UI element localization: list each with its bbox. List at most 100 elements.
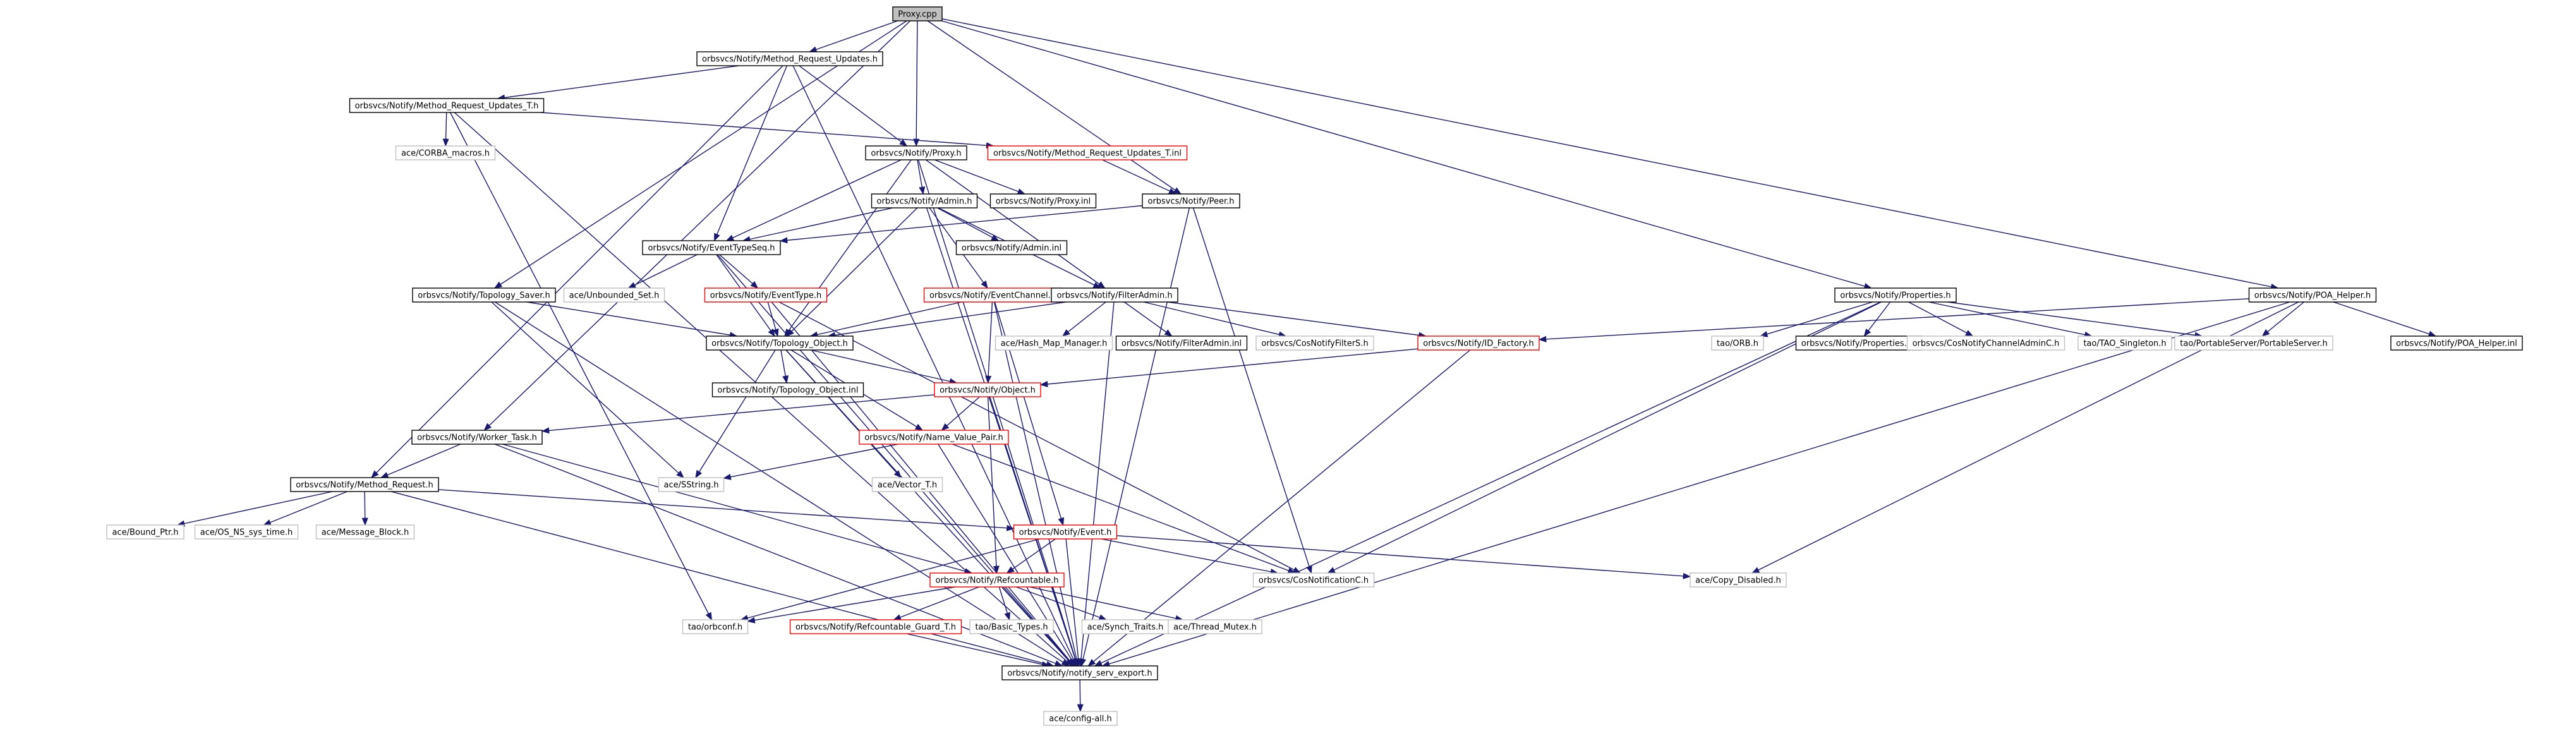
edge-object-h-to-worker-task-h — [541, 394, 935, 434]
edge-event-h-to-cosnotificationc — [1101, 538, 1279, 575]
node-peer-h[interactable]: orbsvcs/Notify/Peer.h — [1142, 193, 1240, 208]
node-topology-object-inl[interactable]: orbsvcs/Notify/Topology_Object.inl — [711, 382, 864, 397]
edge-properties-h-to-properties-inl — [1863, 301, 1891, 337]
node-filteradmin-h[interactable]: orbsvcs/Notify/FilterAdmin.h — [1051, 287, 1178, 303]
edge-topology-object-h-to-topology-object-inl — [780, 349, 789, 384]
node-label: ace/Message_Block.h — [322, 528, 409, 538]
node-box — [411, 430, 543, 445]
edge-mru-h-to-mru-t-h — [497, 65, 739, 101]
node-object-h[interactable]: orbsvcs/Notify/Object.h — [934, 382, 1041, 397]
node-portableserver: tao/PortableServer/PortableServer.h — [2174, 335, 2333, 351]
node-name-value-pair-h[interactable]: orbsvcs/Notify/Name_Value_Pair.h — [859, 430, 1009, 445]
node-admin-h[interactable]: orbsvcs/Notify/Admin.h — [871, 193, 978, 208]
node-eventtypeseq-h[interactable]: orbsvcs/Notify/EventTypeSeq.h — [642, 240, 781, 255]
edge-properties-h-to-orb-h — [1759, 301, 1873, 337]
node-box — [704, 287, 828, 303]
node-label: orbsvcs/Notify/Properties.inl — [1801, 339, 1916, 349]
node-box — [1417, 335, 1540, 351]
node-copy-disabled: ace/Copy_Disabled.h — [1690, 572, 1787, 588]
node-label: orbsvcs/CosNotifyChannelAdminC.h — [1913, 339, 2060, 349]
node-poa-helper-h[interactable]: orbsvcs/Notify/POA_Helper.h — [2248, 287, 2377, 303]
node-box — [987, 145, 1188, 160]
node-mru-t-h[interactable]: orbsvcs/Notify/Method_Request_Updates_T.… — [349, 98, 545, 113]
node-box — [1051, 287, 1178, 303]
node-box — [1690, 572, 1787, 588]
node-mru-h[interactable]: orbsvcs/Notify/Method_Request_Updates.h — [696, 51, 883, 66]
edge-topology-object-h-to-notify-serv-export — [785, 349, 1074, 667]
node-label: ace/Thread_Mutex.h — [1173, 623, 1257, 632]
edge-proxy-cpp-to-mru-h — [809, 20, 898, 52]
node-orbconf: tao/orbconf.h — [682, 619, 749, 634]
edge-proxy-h-to-filteradmin-h — [925, 159, 1106, 289]
node-box — [106, 524, 184, 540]
edge-eventtype-h-to-topology-object-h — [767, 301, 779, 337]
node-refcountable-guard-t[interactable]: orbsvcs/Notify/Refcountable_Guard_T.h — [789, 619, 962, 634]
edge-proxy-cpp-to-worker-task-h — [483, 20, 911, 431]
node-admin-inl[interactable]: orbsvcs/Notify/Admin.inl — [955, 240, 1068, 255]
edge-admin-h-to-topology-object-h — [786, 207, 918, 337]
node-label: orbsvcs/Notify/Refcountable.h — [935, 576, 1058, 586]
node-filteradmin-inl[interactable]: orbsvcs/Notify/FilterAdmin.inl — [1115, 335, 1248, 351]
edge-peer-h-to-cosnotificationc — [1192, 207, 1312, 574]
node-message-block: ace/Message_Block.h — [315, 524, 415, 540]
node-id-factory-h[interactable]: orbsvcs/Notify/ID_Factory.h — [1417, 335, 1540, 351]
node-refcountable-h[interactable]: orbsvcs/Notify/Refcountable.h — [929, 572, 1065, 588]
node-mru-t-inl[interactable]: orbsvcs/Notify/Method_Request_Updates_T.… — [987, 145, 1188, 160]
edge-proxy-cpp-to-poa-helper-h — [941, 18, 2279, 290]
node-thread-mutex: ace/Thread_Mutex.h — [1168, 619, 1262, 634]
node-label: tao/PortableServer/PortableServer.h — [2180, 339, 2327, 349]
node-label: orbsvcs/Notify/EventChannel.h — [929, 291, 1056, 301]
edge-eventtypeseq-h-to-notify-serv-export — [717, 254, 1075, 667]
node-label: orbsvcs/Notify/Topology_Saver.h — [418, 291, 550, 301]
node-properties-inl[interactable]: orbsvcs/Notify/Properties.inl — [1795, 335, 1923, 351]
node-label: orbsvcs/Notify/Method_Request_Updates.h — [702, 55, 878, 64]
node-config-all: ace/config-all.h — [1043, 711, 1118, 726]
edge-proxy-cpp-to-proxy-h — [913, 20, 920, 147]
edge-worker-task-h-to-refcountable-h — [502, 444, 973, 574]
edge-mru-h-to-eventtypeseq-h — [713, 65, 788, 242]
node-box — [315, 524, 415, 540]
node-box — [1255, 335, 1374, 351]
node-label: orbsvcs/Notify/Admin.inl — [962, 244, 1061, 253]
node-label: orbsvcs/Notify/FilterAdmin.h — [1056, 291, 1172, 301]
node-box — [1001, 665, 1158, 680]
node-sstring: ace/SString.h — [658, 477, 725, 492]
node-proxy-inl[interactable]: orbsvcs/Notify/Proxy.inl — [989, 193, 1097, 208]
node-cosnotifychanneladminc: orbsvcs/CosNotifyChannelAdminC.h — [1906, 335, 2065, 351]
edge-admin-h-to-eventtypeseq-h — [742, 207, 893, 243]
node-label: ace/config-all.h — [1049, 715, 1112, 724]
node-label: orbsvcs/Notify/Method_Request.h — [296, 481, 433, 490]
node-notify-serv-export[interactable]: orbsvcs/Notify/notify_serv_export.h — [1001, 665, 1158, 680]
node-topology-object-h[interactable]: orbsvcs/Notify/Topology_Object.h — [706, 335, 854, 351]
node-proxy-cpp[interactable]: Proxy.cpp — [892, 6, 943, 21]
node-label: ace/Hash_Map_Manager.h — [1001, 339, 1108, 349]
node-eventtype-h[interactable]: orbsvcs/Notify/EventType.h — [704, 287, 828, 303]
node-box — [290, 477, 439, 492]
node-topology-saver-h[interactable]: orbsvcs/Notify/Topology_Saver.h — [412, 287, 556, 303]
node-eventchannel-h[interactable]: orbsvcs/Notify/EventChannel.h — [923, 287, 1062, 303]
node-label: orbsvcs/Notify/Admin.h — [877, 197, 972, 207]
node-box — [2174, 335, 2333, 351]
node-label: orbsvcs/Notify/EventTypeSeq.h — [648, 244, 775, 253]
node-properties-h[interactable]: orbsvcs/Notify/Properties.h — [1834, 287, 1957, 303]
node-vector-t: ace/Vector_T.h — [871, 477, 943, 492]
edge-mru-t-h-to-mru-t-inl — [540, 112, 995, 149]
node-label: tao/TAO_Singleton.h — [2083, 339, 2166, 349]
node-method-request-h[interactable]: orbsvcs/Notify/Method_Request.h — [290, 477, 439, 492]
node-label: orbsvcs/Notify/FilterAdmin.inl — [1122, 339, 1242, 349]
node-box — [989, 193, 1097, 208]
node-event-h[interactable]: orbsvcs/Notify/Event.h — [1013, 524, 1118, 540]
edge-eventtype-h-to-cosnotificationc — [778, 301, 1301, 574]
node-synch-traits: ace/Synch_Traits.h — [1081, 619, 1170, 634]
edge-proxy-h-to-proxy-inl — [934, 159, 1026, 195]
node-box — [349, 98, 545, 113]
edge-proxy-h-to-topology-object-h — [784, 159, 912, 337]
node-worker-task-h[interactable]: orbsvcs/Notify/Worker_Task.h — [411, 430, 543, 445]
file-nodes: Proxy.cpp orbsvcs/Notify/Method_Request_U… — [106, 6, 2523, 726]
node-proxy-h[interactable]: orbsvcs/Notify/Proxy.h — [865, 145, 967, 160]
node-box — [969, 619, 1054, 634]
node-poa-helper-inl[interactable]: orbsvcs/Notify/POA_Helper.inl — [2390, 335, 2523, 351]
edge-poa-helper-h-to-portableserver — [2261, 301, 2304, 337]
edge-admin-h-to-admin-inl — [937, 207, 1000, 241]
edge-eventtypeseq-h-to-unbounded-set — [627, 254, 698, 289]
